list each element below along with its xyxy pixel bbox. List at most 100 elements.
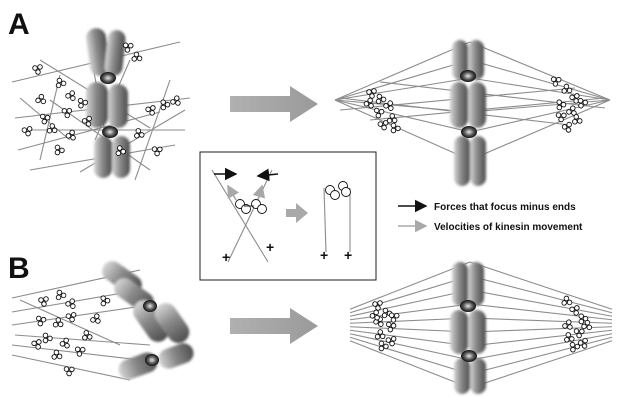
kinesin-motor-icon	[51, 349, 63, 360]
kinesin-motor-icon	[61, 107, 73, 119]
kinesin-motor-icon	[235, 199, 267, 214]
kinesin-motor-icon	[35, 93, 47, 105]
microtubule	[469, 41, 611, 101]
kinesin-motor-icon	[569, 305, 580, 316]
spindle-fibers-b	[349, 261, 613, 389]
microtubule	[211, 169, 269, 263]
microtubule	[469, 303, 613, 321]
plus-end-sign: +	[222, 249, 230, 265]
plus-end-sign: +	[344, 247, 352, 263]
kinetochore	[461, 350, 477, 362]
kinetochore	[143, 300, 157, 312]
microtubule	[334, 99, 471, 133]
kinesin-motor-icon	[170, 95, 181, 106]
microtubule	[379, 81, 606, 109]
kinesin-motor-icon	[59, 337, 70, 349]
kinesin-motors-a	[21, 42, 181, 157]
kinesin-motor-icon	[555, 112, 567, 123]
kinesin-motor-icon	[54, 144, 65, 156]
microtubule	[19, 299, 121, 346]
chromosome-b-aligned	[450, 262, 486, 394]
microtubule	[14, 334, 151, 346]
microtubule	[469, 99, 611, 161]
legend: Forces that focus minus ends Velocities …	[398, 199, 583, 233]
microtubule	[349, 275, 471, 314]
microtubule	[469, 336, 613, 375]
kinetochore	[460, 300, 476, 312]
kinesin-motor-icon	[388, 312, 400, 323]
kinesin-motor-icon	[569, 341, 581, 353]
microtubule	[349, 333, 471, 361]
kinesin-motors-a-focused	[363, 76, 589, 134]
kinesin-motor-icon	[374, 329, 386, 340]
microtubule	[469, 275, 613, 314]
kinesin-motor-icon	[100, 295, 111, 307]
microtubule	[469, 77, 611, 101]
microtubule	[349, 340, 471, 389]
kinesin-motor-icon	[386, 113, 398, 124]
kinesin-motor-icon	[385, 336, 397, 347]
microtubule	[349, 336, 471, 375]
kinesin-motor-icon	[562, 319, 573, 330]
kinesin-motor-icon	[366, 88, 377, 99]
kinesin-motor-icon	[55, 289, 67, 301]
panel-a-focused-spindle	[334, 40, 611, 186]
kinesin-motor-icon	[81, 115, 92, 127]
kinesin-motor-icon	[77, 97, 89, 109]
kinesin-motor-icon	[160, 99, 171, 111]
kinesin-motor-icon	[556, 99, 567, 111]
kinesin-motor-icon	[38, 296, 49, 307]
transition-arrow-a	[230, 86, 318, 122]
kinesin-motor-icon	[31, 339, 42, 350]
kinesin-motor-icon	[390, 122, 401, 134]
kinesin-motor-icon	[377, 120, 389, 131]
kinesin-motor-icon	[65, 129, 76, 141]
microtubule	[334, 41, 471, 101]
microtubule	[334, 77, 471, 101]
kinesin-motor-icon	[573, 328, 585, 339]
kinesin-motor-icon	[42, 332, 53, 344]
kinesin-motor-icon	[131, 51, 143, 62]
black-arrow-icon	[256, 168, 279, 182]
microtubule	[334, 59, 471, 101]
kinesin-motor-icon	[550, 76, 562, 87]
kinesin-motor-icon	[564, 332, 575, 343]
kinesin-motor-icon	[39, 113, 51, 125]
kinesin-motor-icon	[145, 105, 156, 116]
legend-label-forces: Forces that focus minus ends	[434, 202, 576, 213]
microtubule	[349, 317, 471, 324]
kinetochore	[145, 354, 159, 366]
kinetochore	[460, 70, 476, 82]
microtubule	[469, 317, 613, 324]
microtubule	[11, 304, 151, 326]
microtubule	[469, 333, 613, 361]
panel-a-disorganized-network	[11, 28, 191, 181]
kinesin-motor-icon	[561, 83, 573, 94]
kinesin-motor-icon	[572, 114, 583, 125]
kinetochore	[461, 126, 477, 138]
kinetochore	[100, 72, 116, 84]
microtubule	[323, 187, 327, 253]
kinesin-motor-icon	[581, 319, 593, 331]
kinesin-motor-icon	[577, 97, 589, 109]
kinesin-motor-icon	[577, 337, 588, 349]
panel-b-focused-spindle	[349, 261, 613, 394]
kinesin-motor-icon	[134, 128, 145, 139]
kinesin-motor-icon	[372, 300, 383, 311]
microtubule	[469, 329, 613, 347]
kinesin-motor-icon	[561, 121, 572, 133]
kinesin-motor-icon	[32, 64, 43, 75]
kinesin-motor-icon	[90, 313, 101, 324]
kinesin-motor-icon	[383, 100, 394, 111]
panel-label-b: B	[8, 252, 30, 285]
kinesin-motor-icon	[561, 295, 573, 306]
microtubule	[469, 261, 613, 310]
mechanism-inset: + + + +	[199, 151, 377, 281]
kinesin-motor-icon	[21, 126, 33, 137]
chromosome-a	[86, 28, 130, 178]
kinesin-motor-icon	[65, 90, 76, 101]
microtubule	[11, 344, 141, 361]
kinesin-motor-icon	[578, 313, 589, 325]
kinesin-motor-icon	[369, 309, 380, 321]
kinesin-motor-icon	[385, 321, 397, 333]
